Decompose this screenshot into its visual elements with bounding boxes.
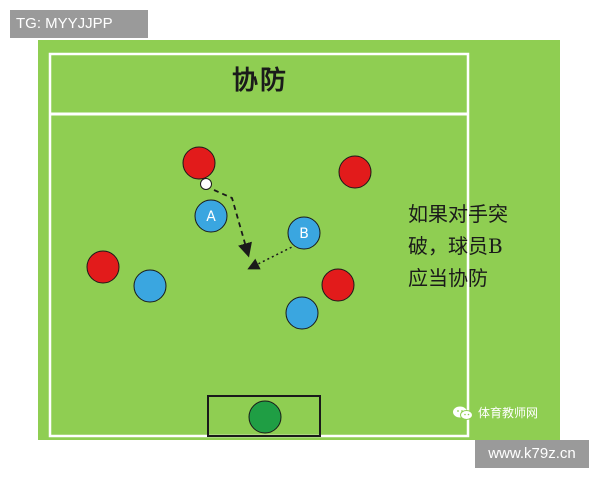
player-a-label: A [206,209,216,225]
blue-player [133,269,167,303]
field-boundary [48,52,470,438]
wechat-icon [453,406,473,420]
tactic-note: 如果对手突 破，球员B 应当协防 [408,198,538,294]
red-player [338,155,372,189]
note-line: 破，球员B [408,234,503,258]
blue-player [285,296,319,330]
red-player [321,268,355,302]
blue-player-a [194,199,228,233]
ball [200,178,212,190]
diagram-title: 协防 [231,66,288,96]
dribble-arrow [213,189,252,258]
red-player [86,250,120,284]
note-line: 如果对手突 [408,202,508,226]
goalkeeper [248,400,282,434]
wechat-watermark-text: 体育教师网 [478,406,539,420]
telegram-watermark: TG: MYYJJPP [10,10,148,38]
goal-area [207,395,321,437]
cover-arrow [247,244,297,270]
football-field: A B [38,40,560,440]
player-b-label: B [299,226,309,242]
field-drawing: A B [48,52,470,438]
wechat-watermark: 体育教师网 [452,404,538,421]
blue-player-b [287,216,321,250]
site-watermark: www.k79z.cn [475,440,589,468]
note-line: 应当协防 [408,266,488,290]
red-player [182,146,216,180]
